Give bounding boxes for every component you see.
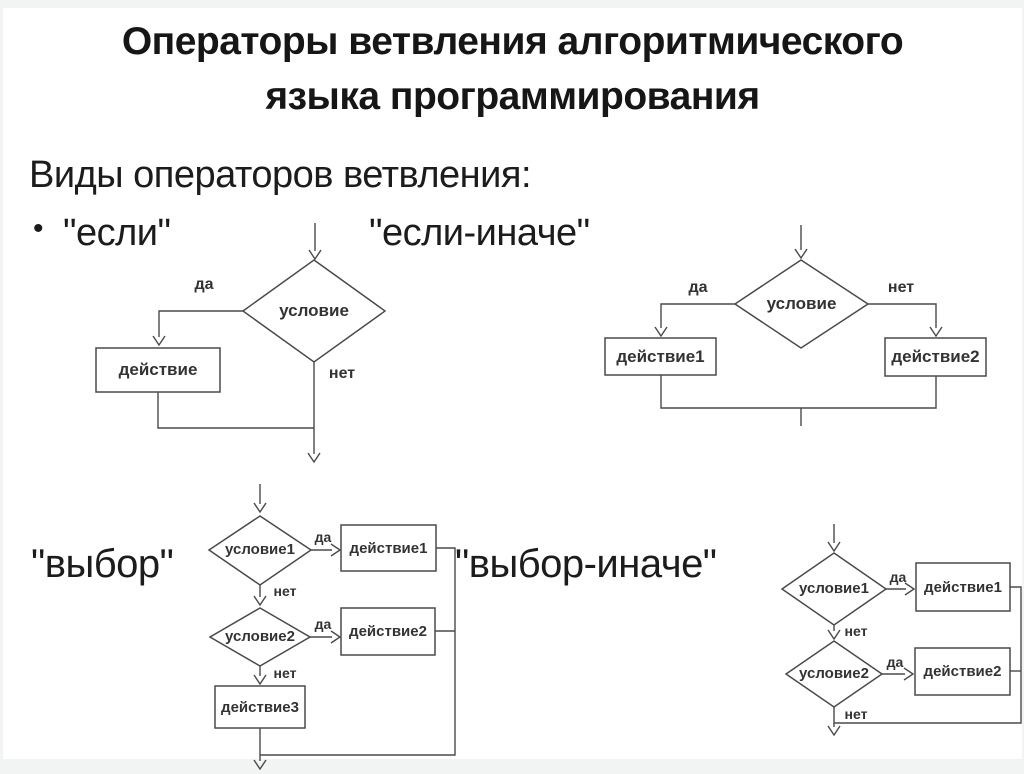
yes-branch-line xyxy=(158,310,243,337)
action1-label: действие1 xyxy=(616,346,705,366)
entry-arrowhead-icon xyxy=(308,249,322,261)
yes1-label: да xyxy=(889,569,907,585)
no-label: нет xyxy=(328,365,356,382)
exit-arrowhead-icon xyxy=(827,725,841,737)
no1-label: нет xyxy=(273,583,297,599)
entry-arrowhead-icon xyxy=(253,502,267,514)
yes2-label: да xyxy=(886,654,904,670)
no-arrowhead-icon xyxy=(929,326,943,338)
action1-box xyxy=(340,524,437,572)
yes1-arrowhead-icon xyxy=(904,582,916,596)
condition-label: условие xyxy=(279,301,349,320)
bullet-icon: • xyxy=(33,212,44,245)
no-branch-line xyxy=(868,303,937,328)
condition1-label: условие1 xyxy=(799,580,869,597)
merge-rail-line xyxy=(834,586,1022,724)
action2-box xyxy=(340,607,436,656)
yes-label: да xyxy=(194,276,214,293)
action1-label: действие1 xyxy=(349,539,428,557)
flowchart-choice: условие1 да действие1 нет условие2 да де… xyxy=(183,478,475,774)
action2-label: действие2 xyxy=(891,347,980,366)
page-title-line2: языка программирования xyxy=(265,75,760,118)
no2-label: нет xyxy=(844,706,868,722)
flowchart-if-else: условие да нет действие1 действие2 xyxy=(598,216,1003,431)
no1-label: нет xyxy=(844,623,868,639)
label-type-choice: "выбор" xyxy=(31,542,174,586)
flowchart-choice-else: условие1 да действие1 нет условие2 да де… xyxy=(768,518,1024,748)
label-type-if-else: "если-иначе" xyxy=(369,212,590,254)
page-title: Операторы ветвления алгоритмического язы… xyxy=(3,14,1022,124)
condition1-label: условие1 xyxy=(225,541,295,558)
entry-arrowhead-icon xyxy=(827,541,841,553)
merge-line xyxy=(660,375,937,409)
no1-arrowhead-icon xyxy=(253,595,267,607)
merge-line xyxy=(157,392,314,429)
condition2-label: условие2 xyxy=(799,665,869,682)
yes2-arrowhead-icon xyxy=(903,667,915,681)
yes1-label: да xyxy=(314,529,332,545)
yes-arrowhead-icon xyxy=(152,335,166,347)
no1-arrowhead-icon xyxy=(827,629,841,641)
yes2-arrowhead-icon xyxy=(330,630,342,644)
label-type-choice-else: "выбор-иначе" xyxy=(455,542,717,586)
yes1-arrowhead-icon xyxy=(330,543,342,557)
action1-box xyxy=(604,337,717,376)
merge-rail-line xyxy=(260,547,456,756)
action2-label: действие2 xyxy=(349,623,427,640)
flowchart-choice-else-drawing xyxy=(780,524,1022,737)
action2-label: действие2 xyxy=(923,663,1002,680)
no2-arrowhead-icon xyxy=(253,674,267,686)
page-title-line1: Операторы ветвления алгоритмического xyxy=(121,20,904,63)
action1-label: действие1 xyxy=(924,578,1002,596)
action1-box xyxy=(915,562,1011,612)
subtitle: Виды операторов ветвления: xyxy=(29,154,532,196)
label-type-if: "если" xyxy=(63,212,171,254)
flowchart-if-else-drawing xyxy=(604,225,987,426)
condition-diamond xyxy=(733,259,870,349)
condition2-label: условие2 xyxy=(225,628,295,645)
flowchart-choice-drawing xyxy=(207,484,456,771)
action2-box xyxy=(914,647,1011,696)
exit-arrowhead-icon xyxy=(253,759,267,771)
yes-arrowhead-icon xyxy=(654,326,668,338)
condition-label: условие xyxy=(766,294,837,313)
no-label: нет xyxy=(887,279,915,296)
flowchart-if-drawing xyxy=(95,223,387,464)
yes-label: да xyxy=(688,279,708,296)
action3-label: действие3 xyxy=(221,698,299,716)
exit-arrowhead-icon xyxy=(307,452,321,464)
no2-label: нет xyxy=(273,665,297,681)
flowchart-if: условие да нет действие xyxy=(88,215,400,471)
action-label: действие xyxy=(118,360,198,379)
yes2-label: да xyxy=(314,616,332,632)
entry-arrowhead-icon xyxy=(794,248,808,260)
yes-branch-line xyxy=(660,303,735,328)
action2-box xyxy=(884,337,987,377)
action-box xyxy=(95,347,221,393)
slide: Операторы ветвления алгоритмического язы… xyxy=(3,8,1024,771)
